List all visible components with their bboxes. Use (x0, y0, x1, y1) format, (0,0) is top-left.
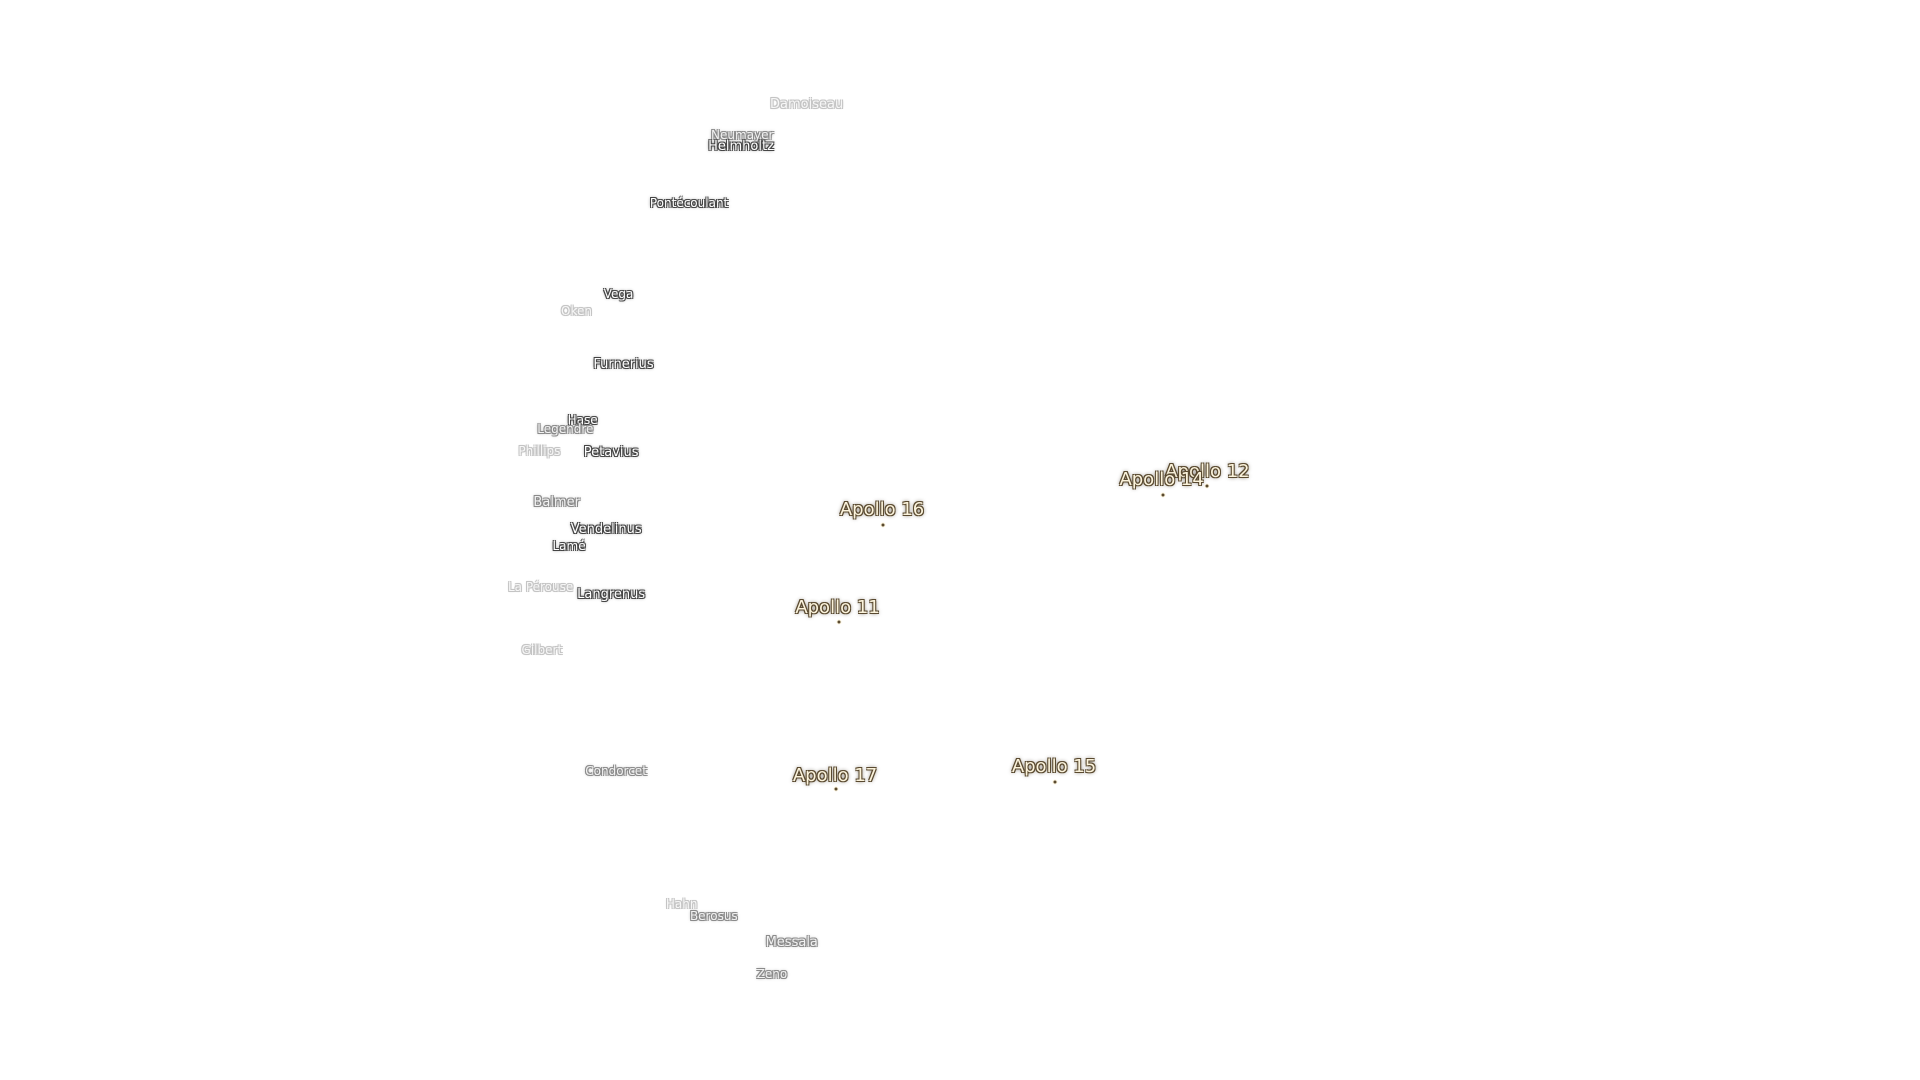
crater-label-legendre[interactable]: Legendre (537, 421, 594, 436)
crater-label-phillips[interactable]: Phillips (518, 443, 561, 458)
crater-label-zeno[interactable]: Zeno (756, 967, 788, 982)
landing-site-marker-apollo-15[interactable] (1052, 779, 1058, 785)
landing-site-label-apollo-15[interactable]: Apollo 15 (1011, 756, 1097, 778)
landing-site-label-apollo-14[interactable]: Apollo 14 (1119, 469, 1204, 491)
crater-label-helmholtz[interactable]: Helmholtz (708, 139, 774, 155)
crater-label-condorcet[interactable]: Condorcet (585, 764, 647, 779)
crater-label-la-perouse[interactable]: La Pérouse (507, 579, 574, 594)
landing-site-label-apollo-17[interactable]: Apollo 17 (792, 765, 878, 787)
landing-site-marker-apollo-11[interactable] (836, 619, 842, 625)
crater-label-gilbert[interactable]: Gilbert (521, 642, 563, 657)
landing-site-label-apollo-11[interactable]: Apollo 11 (795, 596, 880, 618)
crater-label-damoiseau[interactable]: Damoiseau (770, 97, 844, 113)
landing-site-label-apollo-12[interactable]: Apollo 12 (1165, 460, 1250, 482)
crater-label-hahn[interactable]: Hahn (665, 896, 698, 911)
crater-label-messala[interactable]: Messala (765, 934, 818, 950)
landing-site-marker-apollo-17[interactable] (833, 786, 839, 792)
landing-site-marker-apollo-12[interactable] (1204, 483, 1210, 489)
landing-site-marker-apollo-14[interactable] (1160, 492, 1166, 498)
crater-label-neumayer[interactable]: Neumayer (711, 128, 774, 143)
crater-label-vega[interactable]: Vega (603, 286, 634, 301)
landing-site-label-apollo-16[interactable]: Apollo 16 (839, 499, 925, 521)
landing-site-marker-apollo-16[interactable] (880, 522, 886, 528)
crater-label-balmer[interactable]: Balmer (533, 494, 580, 510)
crater-label-langrenus[interactable]: Langrenus (577, 587, 646, 603)
crater-label-pontecoulant[interactable]: Pontécoulant (649, 196, 729, 211)
crater-label-oken[interactable]: Oken (561, 303, 592, 318)
crater-label-hase[interactable]: Hase (567, 412, 598, 427)
crater-label-petavius[interactable]: Petavius (583, 445, 639, 461)
crater-label-furnerius[interactable]: Furnerius (593, 357, 654, 373)
crater-label-berosus[interactable]: Berosus (689, 908, 738, 923)
crater-label-lame[interactable]: Lamé (552, 539, 586, 554)
crater-label-vendelinus[interactable]: Vendelinus (570, 521, 642, 537)
